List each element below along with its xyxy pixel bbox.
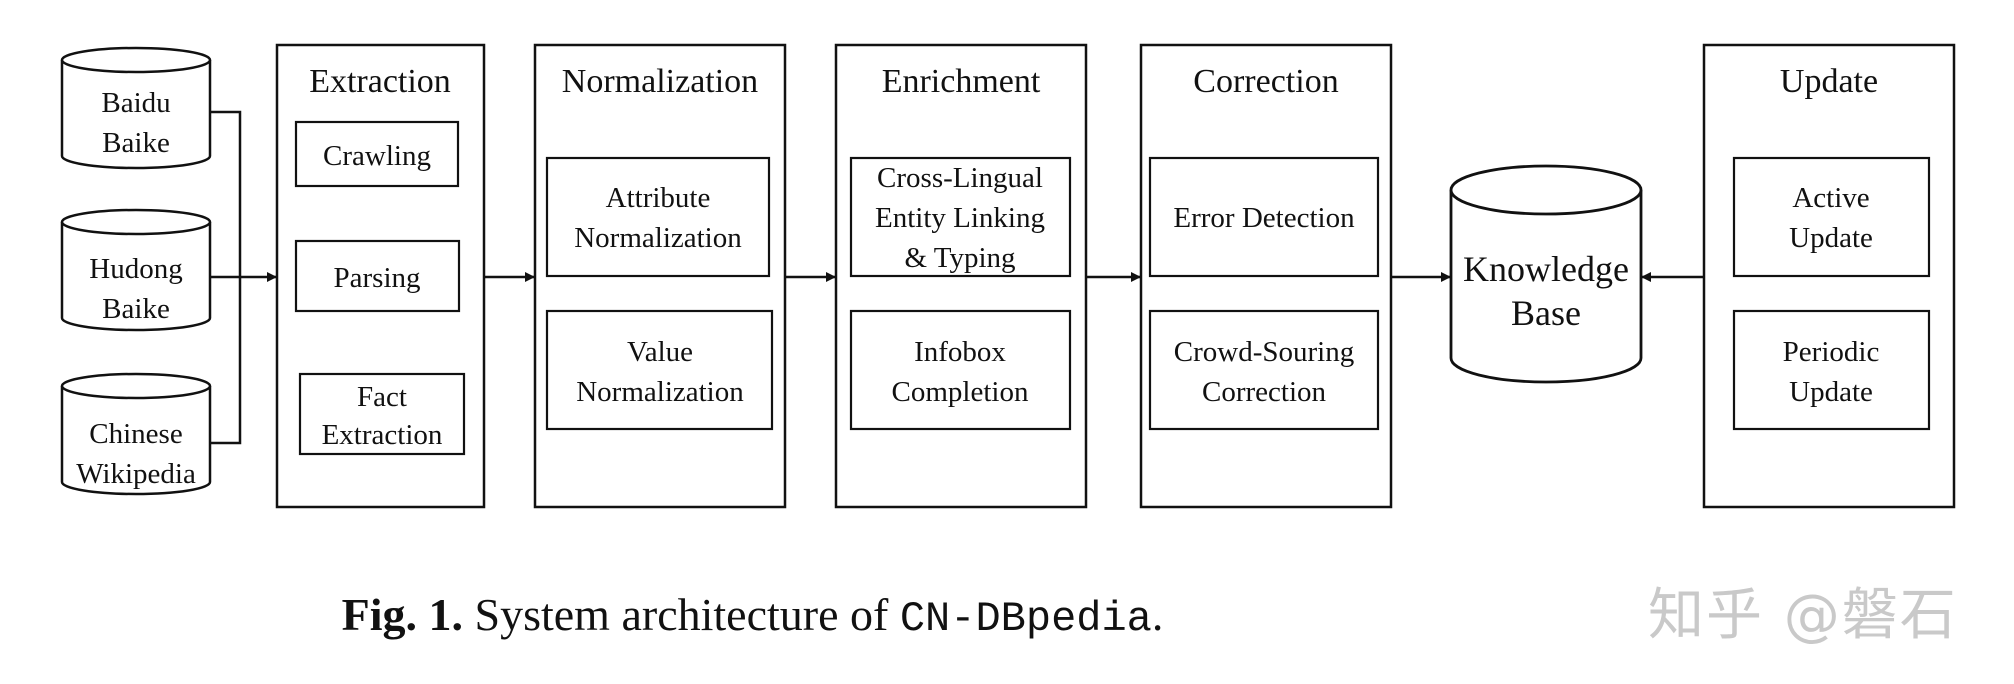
- step-crowd-souring-correction: [1148, 309, 1380, 431]
- step-cross-lingual-label-line-3: & Typing: [904, 242, 1015, 274]
- step-error-detection-label: Error Detection: [1173, 202, 1355, 234]
- step-parsing: [294, 239, 461, 313]
- source-db-chinese-wikipedia-label-line-1: Chinese: [89, 418, 182, 450]
- stage-normalization: Normalization Attribute Normalization Va…: [533, 43, 787, 509]
- step-crawling-label: Crawling: [323, 140, 431, 172]
- step-infobox-completion-label-line-1: Infobox: [914, 336, 1006, 368]
- stage-normalization-title: Normalization: [562, 63, 758, 100]
- source-db-baidu-baike: Baidu Baike: [60, 46, 212, 170]
- knowledge-base-label-line-1: Knowledge: [1463, 249, 1629, 289]
- step-infobox-completion: [849, 309, 1072, 431]
- step-periodic-update-label-line-2: Update: [1789, 376, 1873, 408]
- knowledge-base-label-line-2: Base: [1511, 293, 1581, 333]
- watermark: 知乎 @磐石: [1648, 583, 1958, 648]
- step-active-update-label-line-1: Active: [1792, 182, 1869, 214]
- step-value-normalization-label-line-2: Normalization: [576, 376, 744, 408]
- figure-caption: Fig. 1. System architecture of CN-DBpedi…: [0, 588, 1505, 643]
- step-cross-lingual-entity-linking-typing: [849, 156, 1072, 278]
- stage-update-title: Update: [1780, 63, 1878, 100]
- stage-correction-title: Correction: [1193, 63, 1338, 100]
- step-fact-extraction-label-line-2: Extraction: [322, 419, 443, 451]
- step-cross-lingual-label-line-2: Entity Linking: [875, 202, 1045, 234]
- source-db-baidu-baike-label-line-2: Baike: [102, 127, 170, 159]
- step-attribute-normalization-label-line-2: Normalization: [574, 222, 742, 254]
- figure-caption-period: .: [1151, 589, 1164, 640]
- stage-enrichment-title: Enrichment: [882, 63, 1041, 100]
- stage-enrichment: Enrichment Cross-Lingual Entity Linking …: [834, 43, 1088, 509]
- step-fact-extraction-label-line-1: Fact: [357, 381, 407, 413]
- step-crowd-souring-correction-label-line-1: Crowd-Souring: [1174, 336, 1354, 368]
- source-db-chinese-wikipedia: Chinese Wikipedia: [60, 372, 212, 496]
- step-cross-lingual-label-line-1: Cross-Lingual: [877, 162, 1043, 194]
- step-active-update: [1732, 156, 1931, 278]
- figure-caption-text: System architecture of: [474, 589, 889, 640]
- figure-caption-label: Fig. 1.: [341, 589, 463, 640]
- step-crawling: [294, 120, 460, 188]
- stage-extraction: Extraction Crawling Parsing Fact Extract…: [275, 43, 486, 509]
- stage-correction: Correction Error Detection Crowd-Souring…: [1139, 43, 1393, 509]
- source-db-chinese-wikipedia-label-line-2: Wikipedia: [76, 458, 196, 490]
- step-periodic-update: [1732, 309, 1931, 431]
- step-error-detection: [1148, 156, 1380, 278]
- source-db-hudong-baike: Hudong Baike: [60, 208, 212, 332]
- step-parsing-label: Parsing: [334, 262, 421, 294]
- source-db-baidu-baike-label-line-1: Baidu: [101, 87, 170, 119]
- source-db-hudong-baike-label-line-2: Baike: [102, 293, 170, 325]
- step-infobox-completion-label-line-2: Completion: [892, 376, 1029, 408]
- source-db-hudong-baike-label-line-1: Hudong: [89, 253, 182, 285]
- stage-update: Update Active Update Periodic Update: [1702, 43, 1956, 509]
- step-attribute-normalization-label-line-1: Attribute: [606, 182, 711, 214]
- stage-extraction-title: Extraction: [309, 63, 451, 100]
- step-periodic-update-label-line-1: Periodic: [1783, 336, 1880, 368]
- step-value-normalization: [545, 309, 774, 431]
- step-fact-extraction: [298, 372, 466, 456]
- step-active-update-label-line-2: Update: [1789, 222, 1873, 254]
- step-attribute-normalization: [545, 156, 771, 278]
- step-crowd-souring-correction-label-line-2: Correction: [1202, 376, 1327, 408]
- source-connectors: [210, 110, 242, 445]
- figure-caption-system-name: CN-DBpedia: [899, 595, 1152, 643]
- knowledge-base-db: Knowledge Base: [1449, 164, 1643, 384]
- step-value-normalization-label-line-1: Value: [627, 336, 693, 368]
